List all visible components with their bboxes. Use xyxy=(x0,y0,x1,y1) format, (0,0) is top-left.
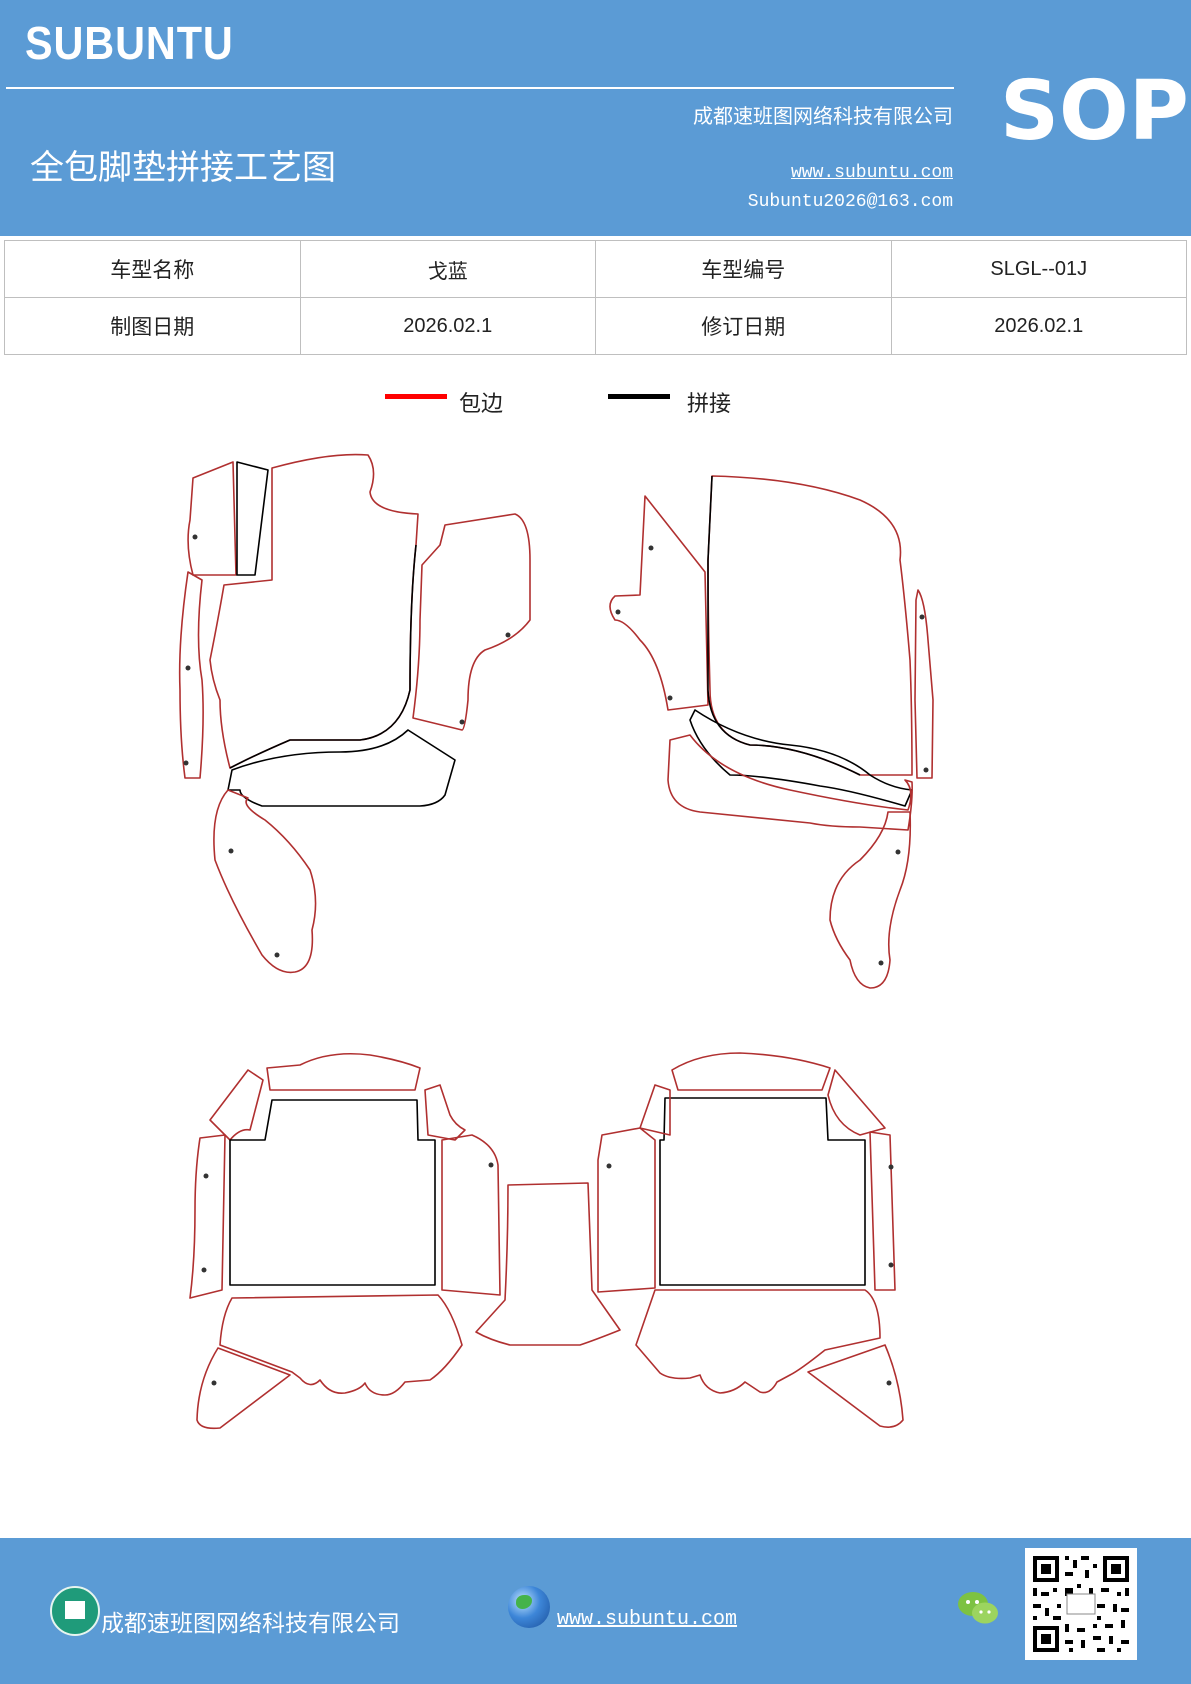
mount-hole xyxy=(185,665,191,671)
header-banner: SUBUNTU 成都速班图网络科技有限公司 www.subuntu.com Su… xyxy=(0,0,1191,236)
info-table: 车型名称 戈蓝 车型编号 SLGL--01J 制图日期 2026.02.1 修订… xyxy=(4,240,1187,355)
mount-hole xyxy=(886,1380,892,1386)
mount-hole xyxy=(459,719,465,725)
mount-hole xyxy=(606,1163,612,1169)
mounting-holes xyxy=(183,534,929,1386)
mat-piece xyxy=(196,1347,291,1430)
table-row: 车型名称 戈蓝 车型编号 SLGL--01J xyxy=(4,240,1187,298)
mount-hole xyxy=(183,760,189,766)
rear-left-mat-group xyxy=(189,1052,501,1430)
mount-hole xyxy=(878,960,884,966)
table-cell: 2026.02.1 xyxy=(890,297,1187,355)
mount-hole xyxy=(505,632,511,638)
legend-label-seam: 拼接 xyxy=(687,392,732,417)
mount-hole xyxy=(211,1380,217,1386)
wechat-icon[interactable] xyxy=(956,1588,1000,1628)
mat-piece xyxy=(219,1294,463,1396)
mount-hole xyxy=(488,1162,494,1168)
mount-hole xyxy=(648,545,654,551)
table-cell: 制图日期 xyxy=(4,297,301,355)
front-left-mat-group xyxy=(178,453,531,974)
mount-hole xyxy=(615,609,621,615)
mat-piece xyxy=(236,461,269,576)
sop-badge: SOP xyxy=(1000,64,1189,159)
mount-hole xyxy=(895,849,901,855)
mat-piece xyxy=(689,709,913,807)
mat-piece xyxy=(707,475,861,776)
rear-right-mat-group xyxy=(597,1052,904,1428)
table-row: 制图日期 2026.02.1 修订日期 2026.02.1 xyxy=(4,297,1187,355)
mount-hole xyxy=(228,848,234,854)
mat-piece xyxy=(213,789,317,974)
company-name: 成都速班图网络科技有限公司 xyxy=(693,104,953,128)
mount-hole xyxy=(888,1262,894,1268)
document-title: 全包脚垫拼接工艺图 xyxy=(30,148,336,188)
website-link[interactable]: www.subuntu.com xyxy=(790,163,953,183)
legend-label-edge: 包边 xyxy=(459,392,504,417)
mount-hole xyxy=(203,1173,209,1179)
footer-company-name: 成都速班图网络科技有限公司 xyxy=(101,1611,400,1637)
legend-swatch-edge xyxy=(385,394,447,399)
mount-hole xyxy=(201,1267,207,1273)
table-cell: 修订日期 xyxy=(595,297,892,355)
mat-piece xyxy=(227,729,456,807)
mat-piece xyxy=(229,544,417,769)
mount-hole xyxy=(888,1164,894,1170)
header-divider xyxy=(6,87,954,89)
mat-piece xyxy=(597,1127,656,1293)
mat-piece xyxy=(914,589,934,779)
table-cell: 戈蓝 xyxy=(299,240,596,298)
mat-piece xyxy=(412,513,531,731)
legend-swatch-seam xyxy=(608,394,670,399)
table-cell: 车型名称 xyxy=(4,240,301,298)
legend: 包边 拼接 xyxy=(0,386,1191,426)
mat-piece xyxy=(187,461,237,576)
mat-piece xyxy=(659,1097,866,1286)
mat-piece xyxy=(266,1052,421,1091)
mat-piece xyxy=(807,1344,904,1428)
mat-piece xyxy=(671,1052,831,1091)
mat-piece xyxy=(829,811,912,989)
mat-piece xyxy=(869,1131,896,1291)
mat-piece xyxy=(609,495,709,711)
front-right-mat-group xyxy=(609,475,934,989)
mount-hole xyxy=(274,952,280,958)
table-cell: 2026.02.1 xyxy=(299,297,596,355)
qr-code xyxy=(1025,1548,1137,1660)
mat-piece xyxy=(707,475,913,776)
mat-pattern-diagram xyxy=(178,453,934,1430)
footer-banner: 成都速班图网络科技有限公司 www.subuntu.com xyxy=(0,1538,1191,1684)
mat-piece xyxy=(667,734,913,831)
brand-logo: SUBUNTU xyxy=(25,17,234,69)
building-icon xyxy=(50,1586,100,1636)
table-cell: 车型编号 xyxy=(595,240,892,298)
table-cell: SLGL--01J xyxy=(890,240,1187,298)
mat-piece xyxy=(827,1069,886,1136)
mount-hole xyxy=(919,614,925,620)
center-tunnel-mat xyxy=(475,1182,621,1346)
mat-piece xyxy=(424,1084,466,1141)
mount-hole xyxy=(192,534,198,540)
globe-icon xyxy=(508,1586,550,1628)
mat-piece xyxy=(441,1134,501,1296)
mat-piece xyxy=(209,453,419,769)
mat-piece xyxy=(189,1134,226,1299)
footer-website-link[interactable]: www.subuntu.com xyxy=(557,1608,738,1631)
mat-piece xyxy=(209,1069,264,1141)
mount-hole xyxy=(667,695,673,701)
email-address: Subuntu2026@163.com xyxy=(747,192,953,212)
mat-piece xyxy=(229,1099,436,1286)
mat-piece xyxy=(639,1084,671,1136)
mount-hole xyxy=(923,767,929,773)
mat-piece xyxy=(635,1289,881,1394)
mat-piece xyxy=(178,571,204,779)
